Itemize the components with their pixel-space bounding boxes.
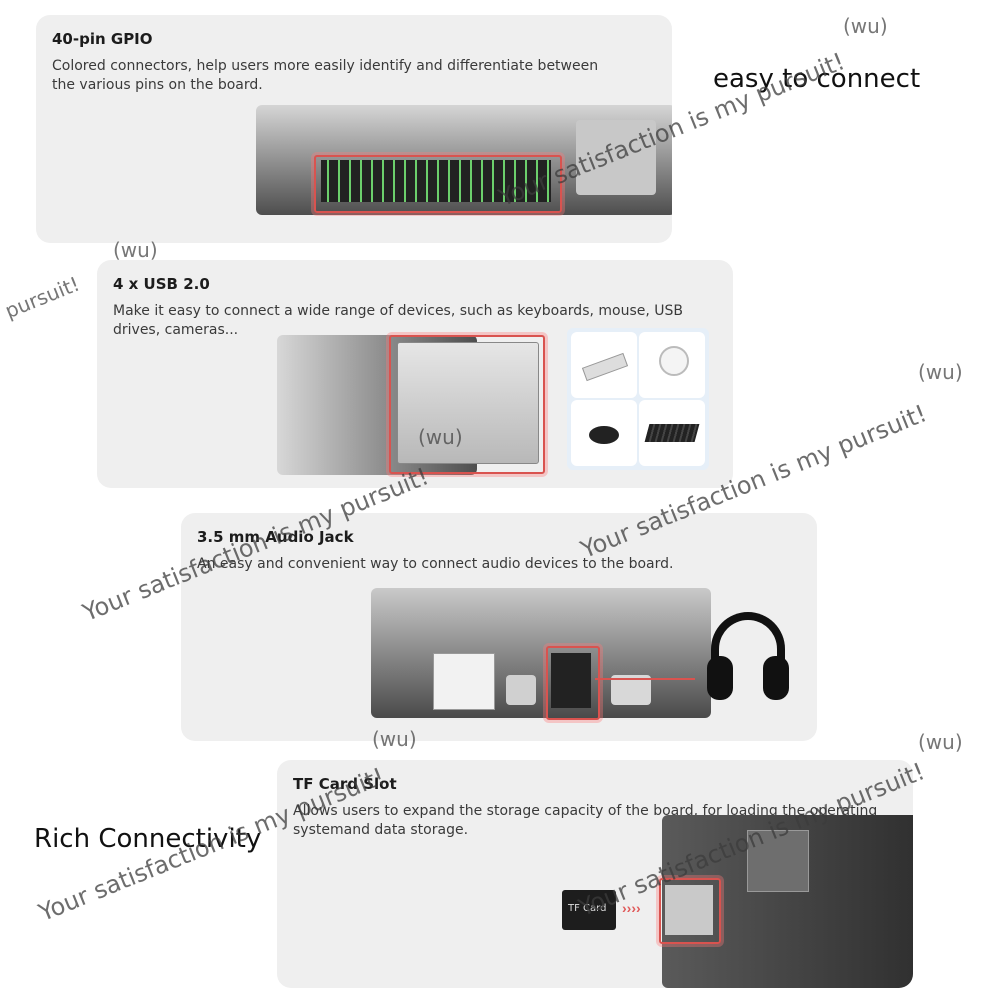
- tf-card-label: TF Card: [568, 903, 607, 914]
- gpio-title: 40-pin GPIO: [52, 30, 153, 48]
- connector-line: [595, 678, 695, 680]
- usb-c-port-image: [506, 675, 536, 705]
- watermark-wu-3: (wu): [418, 425, 463, 449]
- keyboard-icon: [639, 400, 705, 466]
- watermark-pursuit: pursuit!: [1, 271, 83, 324]
- usb-c-port-2-image: [611, 675, 651, 705]
- wifi-module-image: [747, 830, 809, 892]
- tf-card: TF Card Slot Allows users to expand the …: [277, 760, 913, 988]
- usb-ports-image: [397, 342, 539, 464]
- audio-jack-image: [551, 653, 591, 708]
- audio-board-image: [371, 588, 711, 718]
- ethernet-port-image: [576, 120, 656, 195]
- watermark-wu-4: (wu): [918, 360, 963, 384]
- easy-to-connect-text: easy to connect: [713, 64, 921, 94]
- tf-slot-image: [665, 885, 713, 935]
- watermark-wu-1: (wu): [843, 14, 888, 38]
- watermark-wu-6: (wu): [918, 730, 963, 754]
- usb-description: Make it easy to connect a wide range of …: [113, 303, 684, 338]
- tf-title: TF Card Slot: [293, 775, 397, 793]
- arrow-chevrons-icon: ››››: [622, 900, 641, 916]
- audio-title: 3.5 mm Audio Jack: [197, 528, 354, 546]
- gpio-highlight-box: [314, 155, 562, 213]
- usb-highlight-box: [389, 335, 545, 474]
- tf-card-chip: TF Card: [562, 890, 616, 930]
- usb-title: 4 x USB 2.0: [113, 275, 210, 293]
- audio-card: 3.5 mm Audio Jack An easy and convenient…: [181, 513, 817, 741]
- watermark-wu-5: (wu): [372, 727, 417, 751]
- camera-icon: [639, 332, 705, 398]
- gpio-pin-header: [321, 160, 551, 202]
- audio-description: An easy and convenient way to connect au…: [197, 556, 674, 572]
- fan-connector-image: [433, 653, 495, 710]
- gpio-card: 40-pin GPIO Colored connectors, help use…: [36, 15, 672, 243]
- tf-highlight-box: [659, 878, 721, 944]
- usb-card: 4 x USB 2.0 Make it easy to connect a wi…: [97, 260, 733, 488]
- headphones-icon: [703, 608, 793, 708]
- watermark-wu-2: (wu): [113, 238, 158, 262]
- rich-connectivity-text: Rich Connectivity: [34, 824, 262, 854]
- mouse-icon: [571, 400, 637, 466]
- gpio-description: Colored connectors, help users more easi…: [52, 58, 599, 93]
- audio-highlight-box: [546, 646, 600, 720]
- usb-drive-icon: [571, 332, 637, 398]
